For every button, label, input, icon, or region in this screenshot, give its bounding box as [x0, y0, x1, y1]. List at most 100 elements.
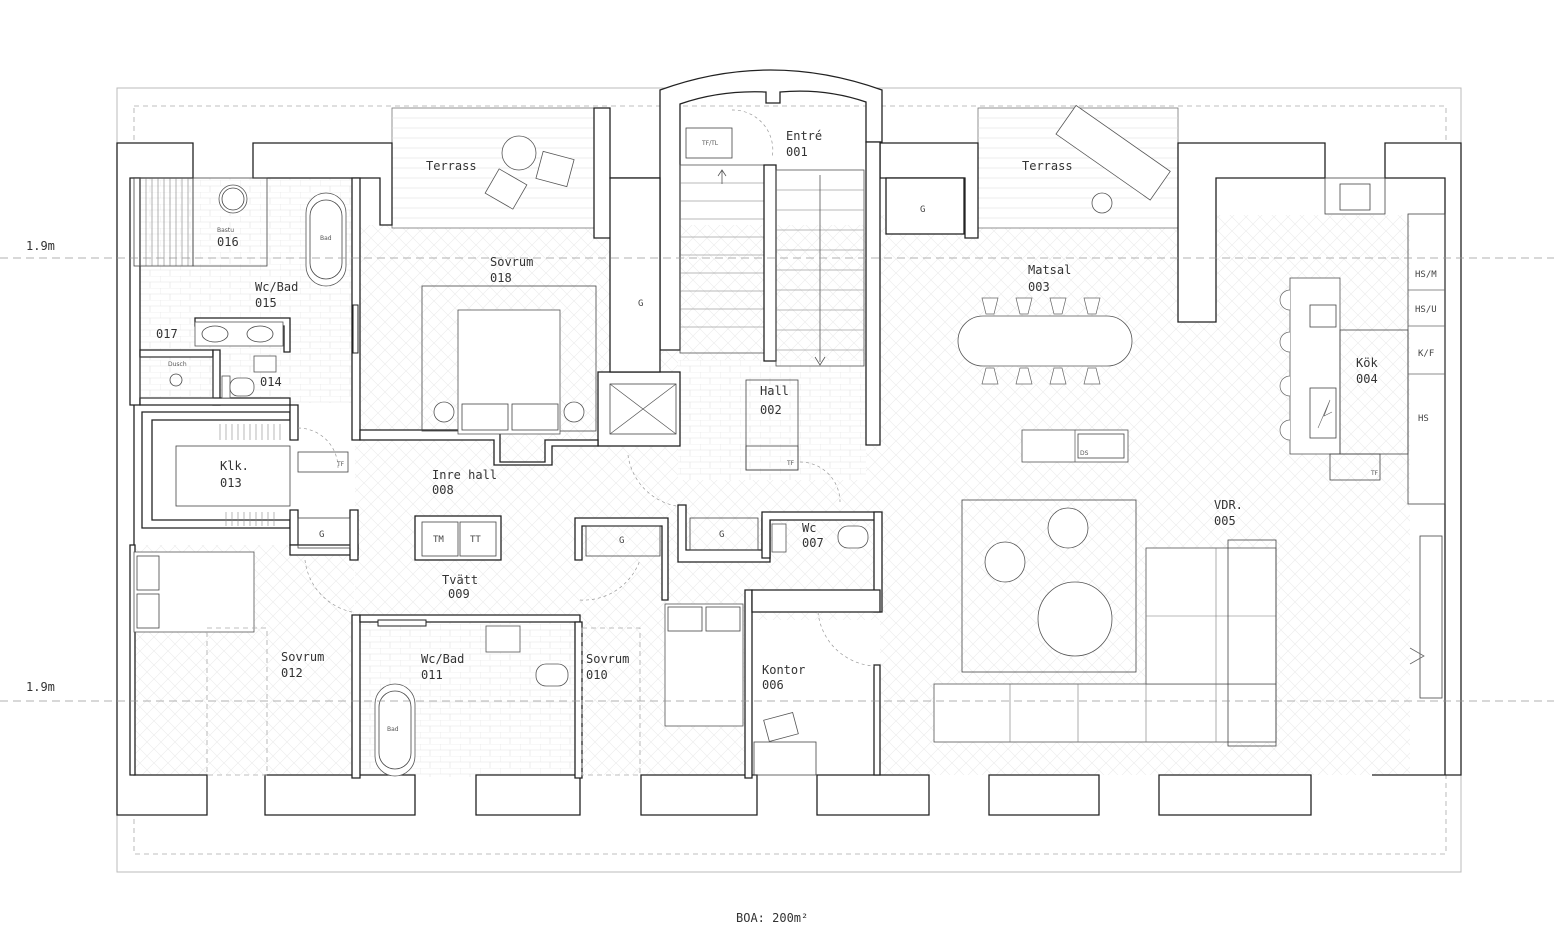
entrance-tower-wall	[659, 69, 883, 351]
double-sink-015	[194, 321, 284, 347]
fixture-label-tf-kitchen: TF	[1370, 470, 1379, 477]
armchair-2	[1047, 507, 1089, 549]
bed-018-pillow-b	[511, 403, 559, 431]
exterior-wall-bottom-5	[988, 774, 1100, 816]
room-name-sovrum012: Sovrum	[281, 650, 324, 664]
room-number-kontor: 006	[762, 678, 784, 692]
shower-drain	[169, 373, 183, 387]
coffee-table	[1037, 581, 1113, 657]
fixture-label-g-1: G	[638, 299, 643, 309]
storage-g-1	[609, 177, 661, 373]
room-name-matsal: Matsal	[1028, 263, 1071, 277]
sink-015-a	[201, 325, 229, 343]
wall-018-bottom	[359, 429, 599, 466]
room-name-terrass-left: Terrass	[426, 159, 477, 173]
stair-arrow-head	[814, 356, 826, 366]
room-number-wc007: 007	[802, 536, 824, 550]
exterior-wall-bottom	[264, 774, 416, 816]
wardrobe-010	[581, 627, 641, 776]
room-name-kontor: Kontor	[762, 663, 805, 677]
bed-010-pillow-a	[667, 606, 703, 632]
toilet-011	[535, 663, 569, 687]
wall-g-mid	[574, 517, 669, 601]
wall-g-left	[349, 509, 359, 561]
kitchen-top-sink	[1339, 183, 1371, 211]
toilet-014-tank	[221, 375, 231, 399]
kitchen-side	[1339, 329, 1409, 455]
fixture-label-ds: DS	[1080, 450, 1089, 457]
room-name-hall: Hall	[760, 384, 789, 398]
level-label-lower: 1.9m	[26, 680, 55, 694]
room-name-bastu: Bastu	[217, 227, 234, 234]
sink-014	[253, 355, 277, 373]
terrace-chair-2	[484, 168, 528, 210]
room-name-tvatt: Tvätt	[442, 573, 478, 587]
fixture-label-hs: HS	[1418, 414, 1429, 424]
elevator-cross	[609, 383, 677, 435]
hall-tf	[745, 445, 799, 471]
wall-kontor-top	[751, 589, 881, 613]
elevator	[609, 383, 677, 435]
sauna-slats	[139, 178, 189, 266]
room-number-017: 017	[156, 327, 178, 341]
wall-011-right	[574, 621, 583, 779]
room-name-inrehall: Inre hall	[432, 468, 497, 482]
room-number-wcbad011: 011	[421, 668, 443, 682]
wall-closet-right	[289, 404, 299, 441]
bed-010	[664, 603, 744, 727]
living-rug	[961, 499, 1137, 673]
office-desk	[753, 741, 817, 776]
fixture-label-hsm: HS/M	[1415, 270, 1437, 280]
bed-018-pillow-a	[461, 403, 509, 431]
fixture-label-tf-hall: TF	[786, 460, 795, 467]
room-name-kok: Kök	[1356, 356, 1378, 370]
bed-012-pillow-b	[136, 593, 160, 629]
room-number-vdr: 005	[1214, 514, 1236, 528]
closet-island	[175, 445, 291, 507]
bath011-door-swing	[579, 559, 641, 601]
wc-door-swing	[799, 461, 841, 503]
kitchen-sink	[1309, 304, 1337, 328]
balcony-door-arrow	[1409, 647, 1425, 665]
fixture-label-kf: K/F	[1418, 349, 1434, 359]
wardrobe-012	[206, 627, 268, 776]
area-caption: BOA: 200m²	[736, 911, 808, 925]
toilet-014	[229, 377, 255, 397]
fixture-label-tt: TT	[470, 535, 481, 545]
kitchen-appliance-dividers	[1408, 289, 1445, 375]
exterior-wall-bottom-3	[640, 774, 758, 816]
cooktop-mark	[1317, 399, 1333, 429]
kontor-door-swing	[817, 611, 875, 667]
terrace-table-left	[501, 135, 537, 171]
fixture-label-g-5: G	[719, 530, 724, 540]
bed-010-pillow-b	[705, 606, 741, 632]
kitchen-island	[1289, 277, 1341, 455]
wall-closet-right-2	[289, 509, 299, 546]
room-number-matsal: 003	[1028, 280, 1050, 294]
bathtub-015-inner	[309, 199, 343, 280]
bar-stools	[1279, 289, 1291, 441]
room-number-014: 014	[260, 375, 282, 389]
bathtub-011	[374, 683, 416, 777]
room-name-entre: Entré	[786, 129, 822, 143]
laundry-door-swing	[304, 559, 353, 613]
wall-bath-block	[129, 177, 141, 406]
room-number-hall: 002	[760, 403, 782, 417]
wall-017	[139, 349, 214, 358]
room-name-sovrum010: Sovrum	[586, 652, 629, 666]
stair-right	[775, 169, 865, 367]
room-number-wcbad015: 015	[255, 296, 277, 310]
level-label-upper: 1.9m	[26, 239, 55, 253]
wall-012-right	[351, 614, 361, 779]
floor-tiles-hall	[678, 360, 866, 480]
fixture-label-hsu: HS/U	[1415, 305, 1437, 315]
room-name-wc007: Wc	[802, 521, 816, 535]
wall-kontor-right	[873, 664, 881, 776]
exterior-wall-bottom-6	[1158, 774, 1312, 816]
bed-018	[457, 309, 561, 435]
wall-inner-hall-left	[289, 544, 359, 556]
fixture-label-tftl: TF/TL	[701, 140, 719, 147]
room-name-terrass-right: Terrass	[1022, 159, 1073, 173]
storage-g-3	[297, 517, 351, 549]
